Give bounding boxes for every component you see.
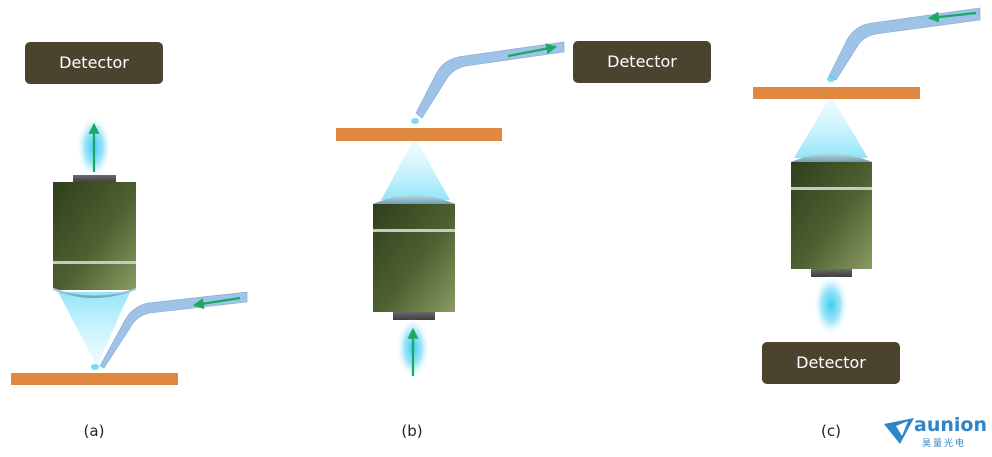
objective-cap (73, 175, 116, 183)
sample-bar (11, 373, 178, 385)
objective-cap (811, 269, 852, 277)
panel-a (11, 116, 248, 385)
objective-lens (53, 288, 136, 298)
detector-box-a: Detector (25, 42, 163, 84)
fiber-probe (99, 291, 248, 369)
focal-spot (827, 76, 835, 82)
detector-box-c: Detector (762, 342, 900, 384)
objective-body (373, 204, 455, 312)
panel-caption-b: (b) (401, 422, 423, 440)
sample-bar (336, 128, 502, 141)
objective-lens (791, 153, 872, 162)
excitation-arrow (507, 43, 558, 58)
emission-glow (814, 275, 848, 335)
focal-spot (411, 118, 419, 124)
objective-band (53, 261, 136, 264)
detector-box-b: Detector (573, 41, 711, 83)
fiber-probe (415, 41, 565, 119)
fiber-probe (828, 7, 981, 81)
light-cone (381, 141, 450, 200)
focal-spot (91, 364, 99, 370)
logo-wordmark: aunion (914, 414, 987, 436)
objective-band (373, 229, 455, 232)
objective-lens (373, 195, 455, 204)
panel-caption-c: (c) (821, 422, 841, 440)
light-cone (58, 292, 130, 366)
panel-c (753, 7, 981, 335)
company-logo: aunion 昊量光电 (882, 414, 987, 452)
panel-caption-a: (a) (83, 422, 105, 440)
objective-cap (393, 312, 435, 320)
objective-body (53, 182, 136, 290)
excitation-arrow (927, 11, 977, 23)
objective-body (791, 162, 872, 269)
sample-bar (753, 87, 920, 99)
logo-mark-icon (884, 418, 914, 444)
logo-subtitle: 昊量光电 (922, 439, 967, 449)
panel-b (336, 41, 565, 378)
light-cone (794, 99, 868, 158)
excitation-arrow (192, 296, 241, 310)
objective-band (791, 187, 872, 190)
